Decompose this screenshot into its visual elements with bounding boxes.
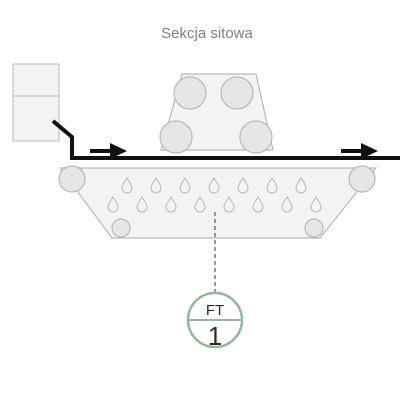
- paper-web: [51, 119, 400, 160]
- former-roll: [159, 120, 193, 154]
- couch-roll: [348, 165, 376, 193]
- flow-direction-arrow: [90, 143, 127, 159]
- top-former: [159, 73, 274, 154]
- former-roll: [220, 76, 254, 110]
- instrument-tag: FT: [206, 302, 224, 319]
- flow-direction-arrow: [341, 143, 378, 159]
- breast-roll: [58, 165, 86, 193]
- flow-transmitter-bubble: FT 1: [186, 291, 244, 351]
- wire-table: [58, 165, 378, 239]
- section-title: Sekcja sitowa: [161, 25, 253, 42]
- instrument-number: 1: [208, 321, 222, 351]
- former-roll: [173, 76, 207, 110]
- return-roll-right: [304, 218, 324, 238]
- headbox: [12, 63, 60, 142]
- return-roll-left: [111, 218, 131, 238]
- former-roll: [239, 120, 273, 154]
